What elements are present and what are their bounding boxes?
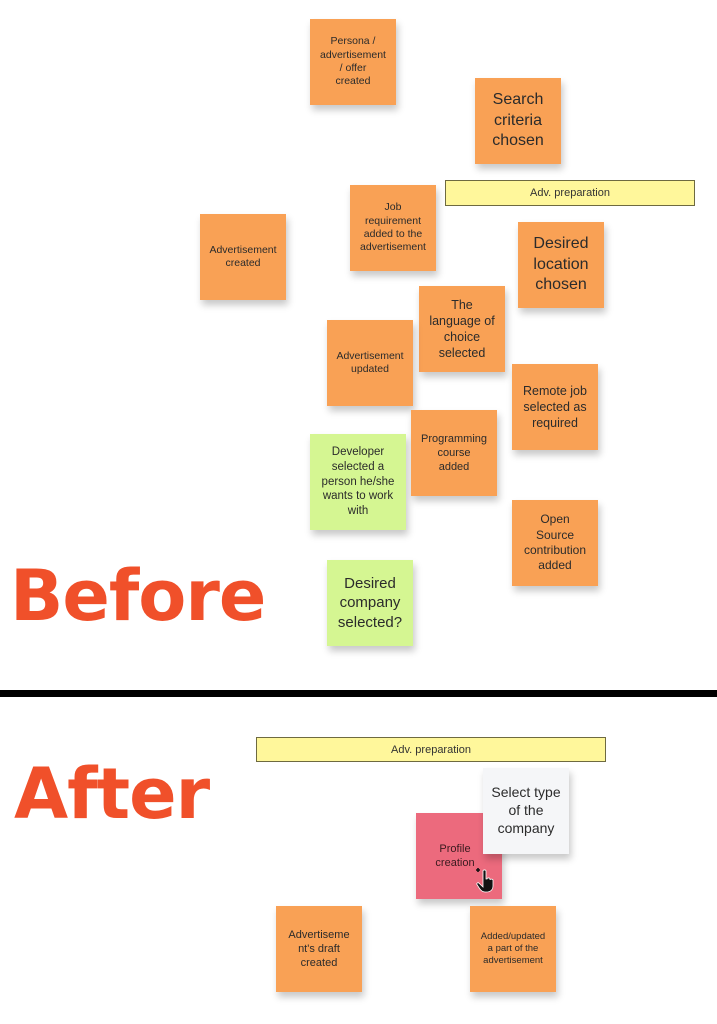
sticky-note-advertisement-created[interactable]: Advertisement created [200,214,286,300]
section-divider [0,690,717,697]
sticky-note-desired-company[interactable]: Desired company selected? [327,560,413,646]
sticky-note-remote-job[interactable]: Remote job selected as required [512,364,598,450]
sticky-note-developer-selected[interactable]: Developer selected a person he/she wants… [310,434,406,530]
before-heading: Before [10,555,266,637]
sticky-note-open-source[interactable]: Open Source contribution added [512,500,598,586]
sticky-note-advertisement-draft[interactable]: Advertiseme nt's draft created [276,906,362,992]
hand-pointer-icon [474,867,496,893]
sticky-note-programming-course[interactable]: Programming course added [411,410,497,496]
sticky-note-added-updated[interactable]: Added/updated a part of the advertisemen… [470,906,556,992]
after-band-adv-preparation[interactable]: Adv. preparation [256,737,606,762]
before-band-adv-preparation[interactable]: Adv. preparation [445,180,695,206]
sticky-note-job-requirement[interactable]: Job requirement added to the advertiseme… [350,185,436,271]
after-heading: After [14,753,210,835]
sticky-note-persona[interactable]: Persona / advertisement / offer created [310,19,396,105]
sticky-note-company-type[interactable]: Select type of the company [483,768,569,854]
sticky-note-language[interactable]: The language of choice selected [419,286,505,372]
sticky-note-advertisement-updated[interactable]: Advertisement updated [327,320,413,406]
sticky-note-search-criteria[interactable]: Search criteria chosen [475,78,561,164]
sticky-note-desired-location[interactable]: Desired location chosen [518,222,604,308]
